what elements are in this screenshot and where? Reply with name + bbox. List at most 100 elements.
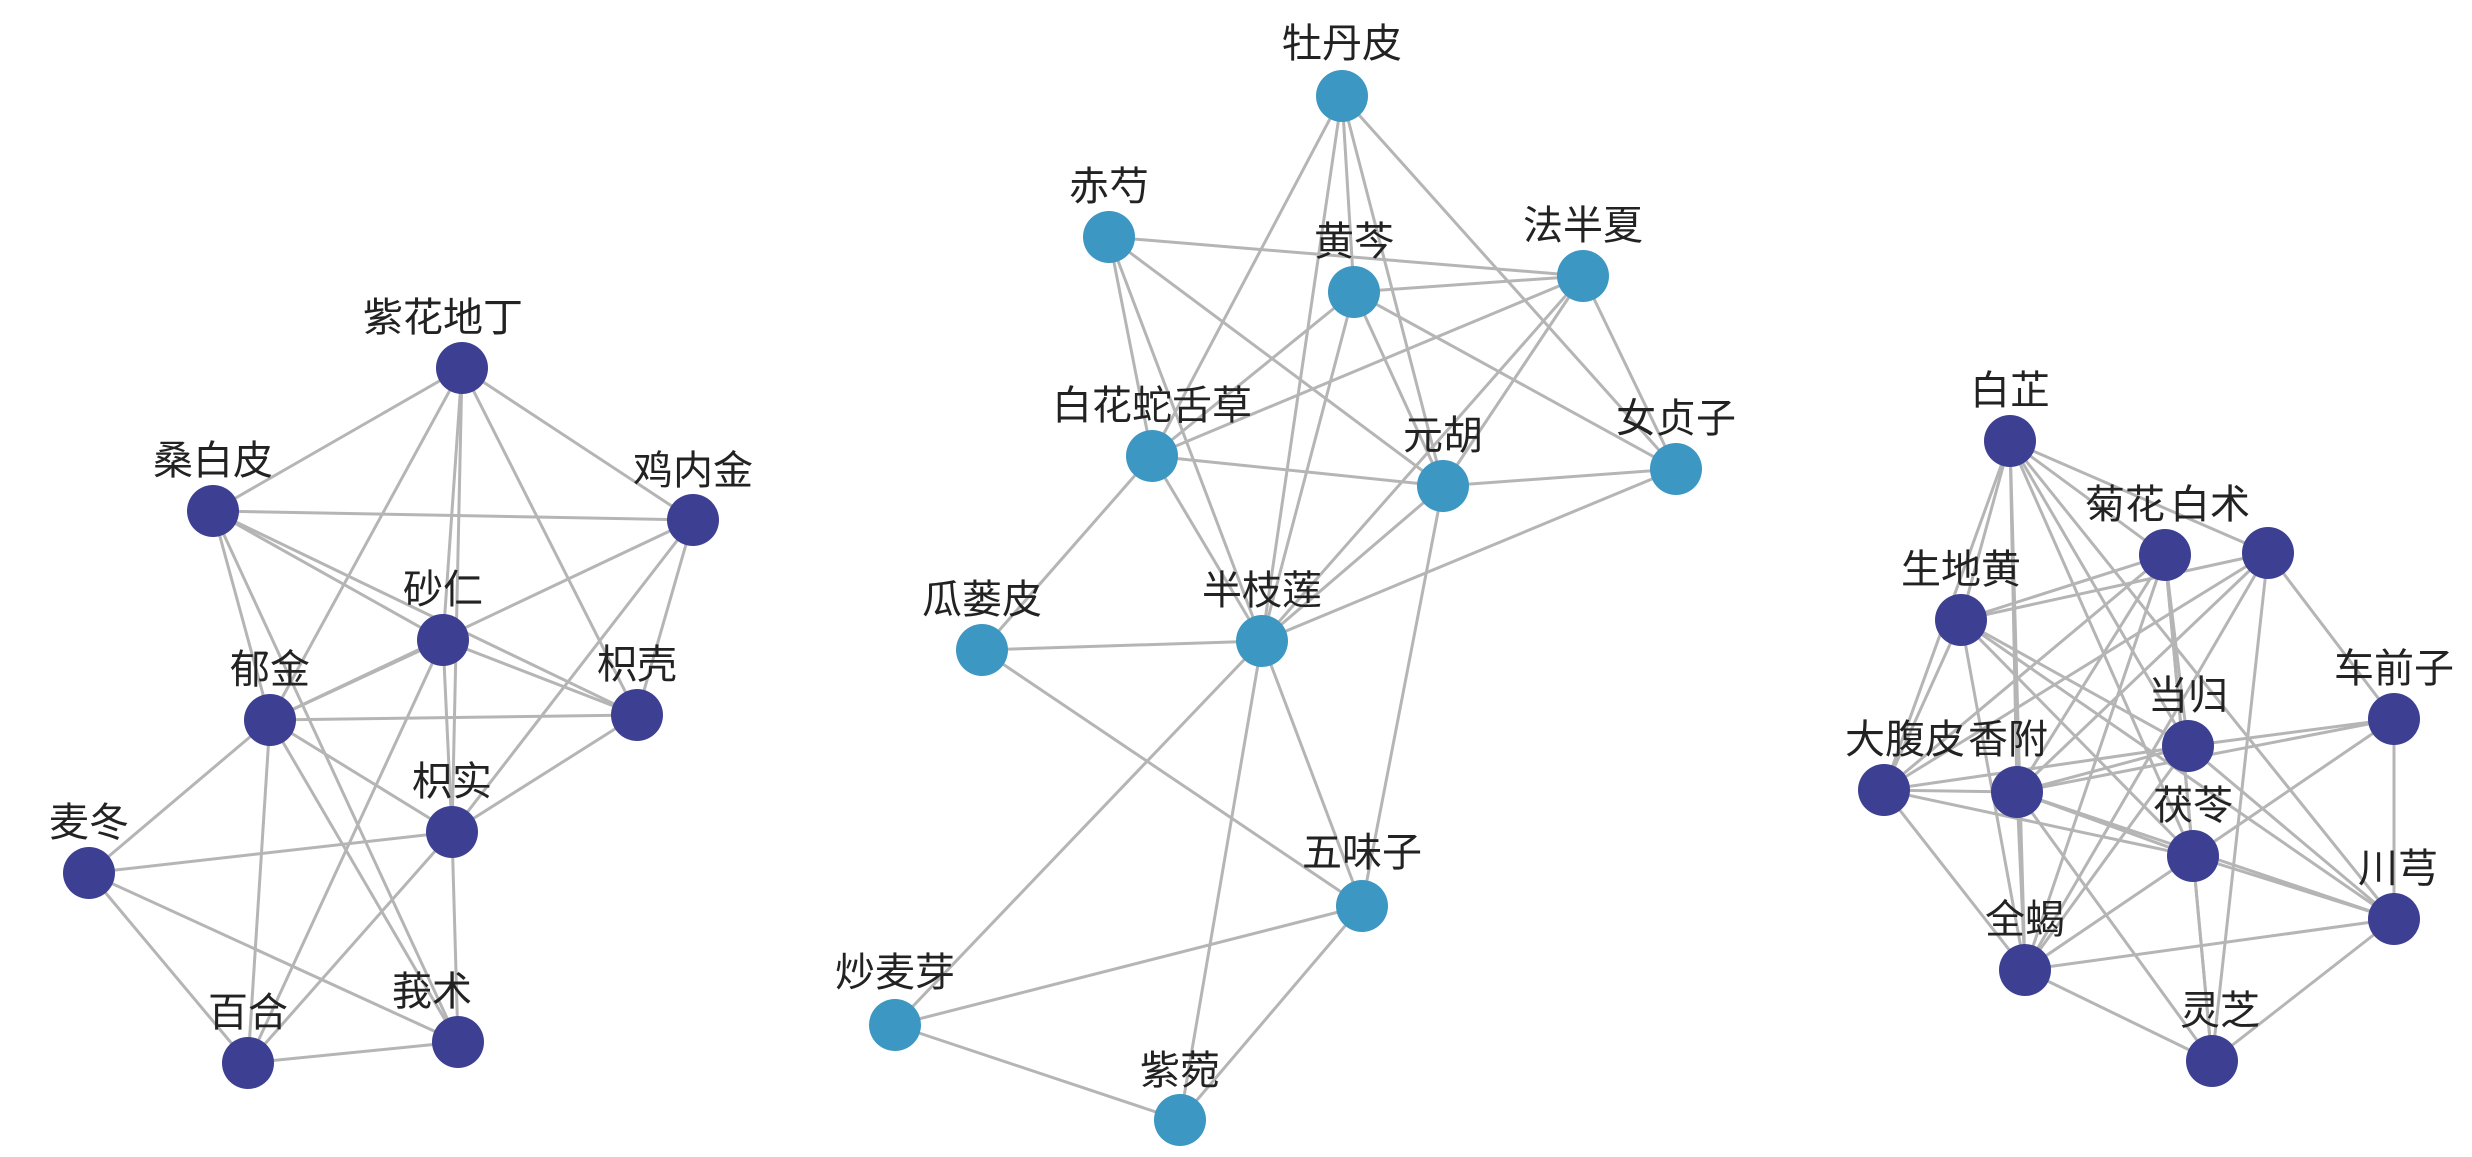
node-全蝎[interactable]: [1999, 944, 2051, 996]
node-赤芍[interactable]: [1083, 211, 1135, 263]
edge-法半夏-元胡: [1441, 275, 1585, 487]
node-大腹皮[interactable]: [1858, 764, 1910, 816]
edge-生地黄-茯苓: [1959, 618, 2195, 858]
node-当归[interactable]: [2162, 720, 2214, 772]
nodes-layer: [63, 70, 2420, 1146]
edge-元胡-女贞子: [1442, 467, 1677, 488]
node-茯苓[interactable]: [2167, 830, 2219, 882]
node-车前子[interactable]: [2368, 693, 2420, 745]
node-label-菊花: 菊花: [2085, 482, 2165, 528]
edge-紫花地丁-桑白皮: [212, 366, 463, 513]
node-炒麦芽[interactable]: [869, 999, 921, 1051]
node-label-桑白皮: 桑白皮: [153, 438, 273, 484]
edge-当归-川芎: [2187, 744, 2395, 921]
node-瓜蒌皮[interactable]: [956, 624, 1008, 676]
edge-桑白皮-郁金: [211, 510, 272, 721]
node-香附[interactable]: [1991, 766, 2043, 818]
edge-桑白皮-莪术: [211, 510, 460, 1043]
edge-香附-灵芝: [2015, 791, 2214, 1062]
edge-砂仁-枳壳: [442, 638, 638, 717]
edge-白芷-菊花: [2009, 439, 2166, 557]
node-label-川芎: 川芎: [2358, 846, 2438, 892]
node-label-麦冬: 麦冬: [49, 800, 129, 846]
edge-牡丹皮-元胡: [1340, 95, 1445, 487]
edge-黄芩-半枝莲: [1260, 291, 1356, 642]
node-label-白花蛇舌草: 白花蛇舌草: [1052, 383, 1252, 429]
node-桑白皮[interactable]: [187, 485, 239, 537]
node-label-紫花地丁: 紫花地丁: [363, 295, 523, 341]
node-麦冬[interactable]: [63, 847, 115, 899]
node-label-女贞子: 女贞子: [1616, 396, 1736, 442]
edge-白术-大腹皮: [1883, 551, 2269, 792]
node-label-牡丹皮: 牡丹皮: [1282, 21, 1402, 67]
edge-半枝莲-五味子: [1260, 640, 1364, 907]
node-菊花[interactable]: [2139, 529, 2191, 581]
node-川芎[interactable]: [2368, 893, 2420, 945]
edge-菊花-全蝎: [2023, 554, 2167, 971]
edge-郁金-麦冬: [88, 718, 271, 875]
edge-紫花地丁-砂仁: [441, 367, 464, 641]
node-郁金[interactable]: [244, 694, 296, 746]
node-label-灵芝: 灵芝: [2180, 988, 2260, 1034]
edge-紫花地丁-枳实: [450, 367, 464, 833]
node-莪术[interactable]: [432, 1016, 484, 1068]
node-label-大腹皮: 大腹皮: [1845, 717, 1965, 763]
node-紫菀[interactable]: [1154, 1094, 1206, 1146]
edge-菊花-大腹皮: [1883, 553, 2166, 792]
edge-桑白皮-砂仁: [212, 509, 444, 642]
node-百合[interactable]: [222, 1037, 274, 1089]
node-label-紫菀: 紫菀: [1140, 1048, 1220, 1094]
edge-黄芩-法半夏: [1353, 274, 1584, 294]
node-生地黄[interactable]: [1935, 594, 1987, 646]
edge-法半夏-女贞子: [1581, 275, 1678, 470]
node-label-鸡内金: 鸡内金: [633, 448, 753, 494]
node-label-生地黄: 生地黄: [1901, 547, 2021, 593]
edge-大腹皮-全蝎: [1882, 789, 2027, 971]
edge-牡丹皮-半枝莲: [1260, 95, 1344, 642]
edge-瓜蒌皮-五味子: [981, 648, 1363, 908]
node-黄芩[interactable]: [1328, 266, 1380, 318]
node-枳实[interactable]: [426, 806, 478, 858]
edge-鸡内金-枳实: [450, 519, 695, 833]
node-白花蛇舌草[interactable]: [1126, 430, 1178, 482]
edge-白芷-川芎: [2008, 440, 2396, 920]
node-紫花地丁[interactable]: [436, 342, 488, 394]
node-半枝莲[interactable]: [1236, 615, 1288, 667]
edge-白芷-茯苓: [2008, 440, 2195, 857]
node-灵芝[interactable]: [2186, 1035, 2238, 1087]
node-label-茯苓: 茯苓: [2153, 783, 2233, 829]
edge-五味子-炒麦芽: [894, 904, 1363, 1027]
edge-香附-全蝎: [2015, 791, 2027, 971]
edge-当归-全蝎: [2023, 745, 2190, 971]
node-女贞子[interactable]: [1650, 443, 1702, 495]
node-label-元胡: 元胡: [1403, 413, 1483, 459]
edge-麦冬-百合: [87, 872, 250, 1064]
node-砂仁[interactable]: [417, 614, 469, 666]
node-白术[interactable]: [2242, 527, 2294, 579]
edge-半枝莲-炒麦芽: [893, 639, 1264, 1027]
node-枳壳[interactable]: [611, 689, 663, 741]
edge-砂仁-郁金: [269, 638, 444, 722]
edge-法半夏-白花蛇舌草: [1151, 274, 1584, 458]
node-五味子[interactable]: [1336, 880, 1388, 932]
edge-牡丹皮-白花蛇舌草: [1150, 95, 1344, 457]
edge-白术-车前子: [2266, 552, 2396, 720]
node-元胡[interactable]: [1417, 460, 1469, 512]
node-鸡内金[interactable]: [667, 494, 719, 546]
node-label-砂仁: 砂仁: [403, 567, 483, 613]
edge-枳壳-枳实: [451, 713, 638, 834]
edge-砂仁-枳实: [441, 639, 454, 833]
edge-郁金-枳实: [269, 718, 453, 834]
edge-茯苓-灵芝: [2191, 855, 2214, 1062]
node-牡丹皮[interactable]: [1316, 70, 1368, 122]
node-白芷[interactable]: [1984, 415, 2036, 467]
edge-元胡-半枝莲: [1261, 484, 1444, 643]
edge-紫花地丁-枳壳: [460, 367, 639, 716]
edge-瓜蒌皮-半枝莲: [981, 639, 1263, 652]
node-label-枳实: 枳实: [412, 759, 492, 805]
edge-赤芍-法半夏: [1108, 235, 1584, 278]
node-法半夏[interactable]: [1557, 250, 1609, 302]
node-label-瓜蒌皮: 瓜蒌皮: [922, 577, 1042, 623]
node-label-百合: 百合: [208, 990, 288, 1036]
